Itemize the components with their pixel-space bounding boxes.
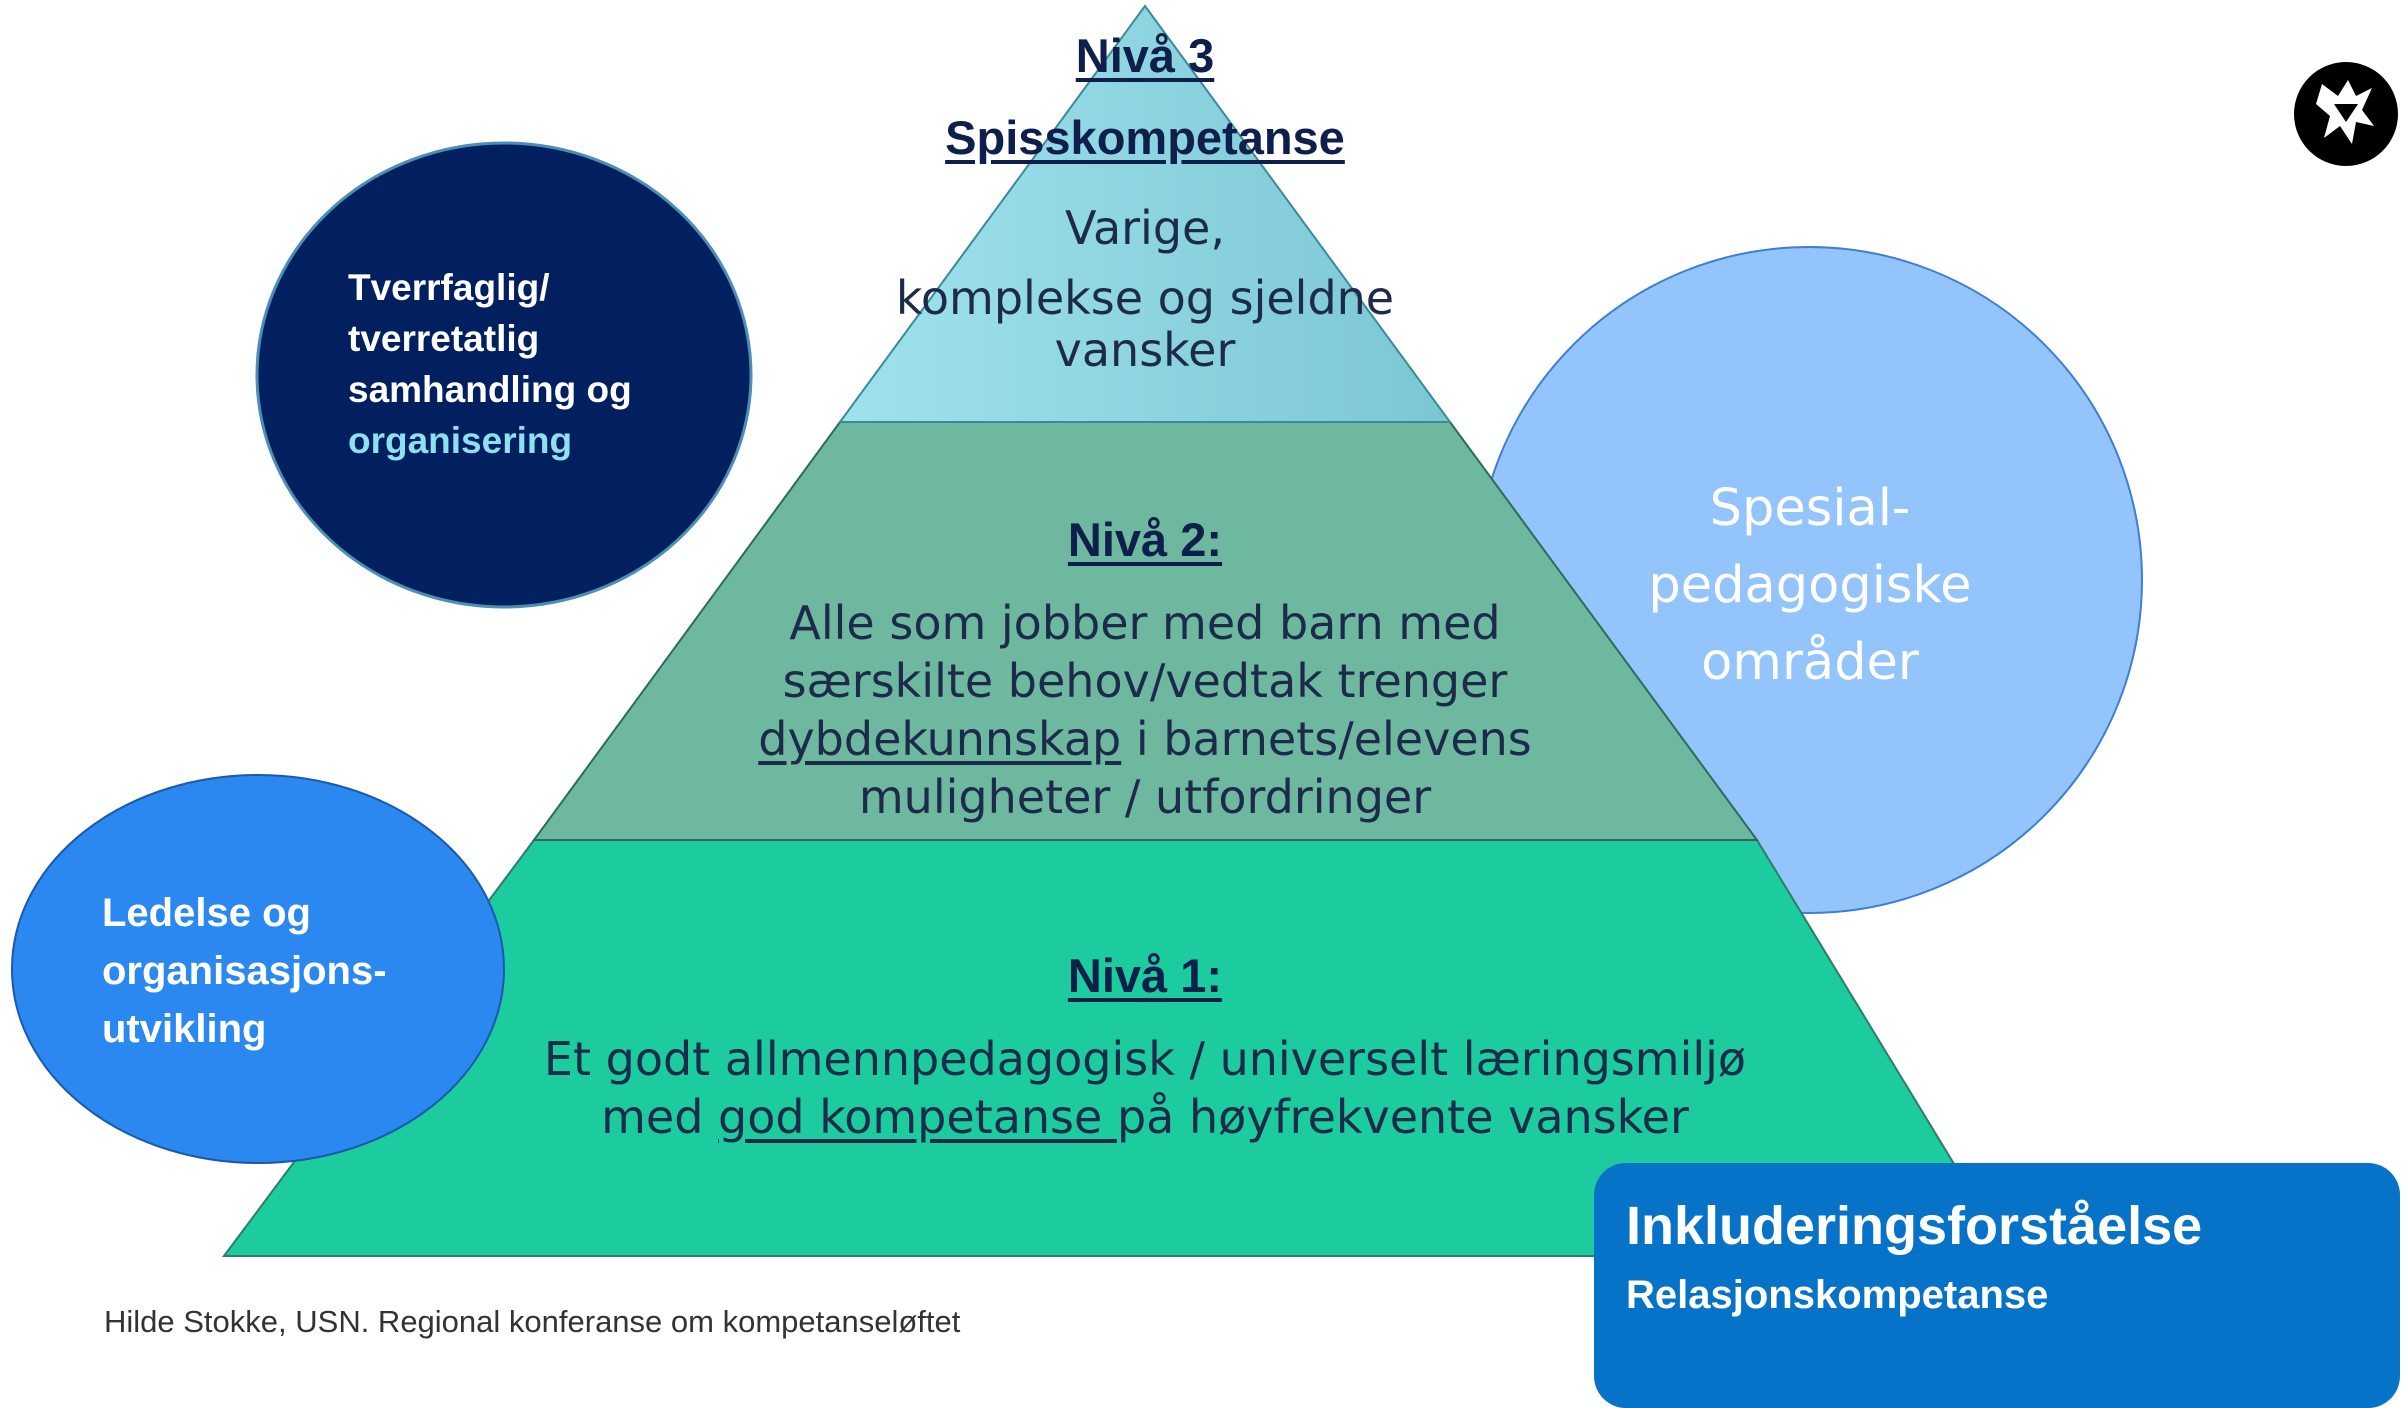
inclusion-box: Inkluderingsforståelse Relasjonskompetan… bbox=[1594, 1163, 2400, 1408]
level2-line: muligheter / utfordringer bbox=[858, 770, 1432, 824]
special-ed-line: områder bbox=[1701, 633, 1919, 692]
level2-line: dybdekunnskap i barnets/elevens bbox=[645, 710, 1645, 768]
level2-line-rest: i barnets/elevens bbox=[1121, 712, 1532, 766]
pyramid-level-3 bbox=[838, 4, 1452, 423]
special-ed-line: pedagogiske bbox=[1648, 556, 1972, 615]
level2-line: særskilte behov/vedtak trenger bbox=[782, 654, 1508, 708]
special-ed-text: Spesial- pedagogiske områder bbox=[1560, 470, 2060, 701]
inclusion-subtitle: Relasjonskompetanse bbox=[1626, 1273, 2049, 1317]
level1-line-end: på høyfrekvente vansker bbox=[1116, 1090, 1689, 1144]
leadership-line: Ledelse og bbox=[102, 891, 311, 935]
leadership-line: organisasjons- bbox=[102, 949, 387, 993]
cross-sector-line: Tverrfaglig/ bbox=[348, 267, 550, 308]
level3-line: vansker bbox=[1054, 323, 1236, 377]
level1-line-start: med bbox=[601, 1090, 719, 1144]
level2-heading: Nivå 2: bbox=[1067, 513, 1223, 566]
credit-text: Hilde Stokke, USN. Regional konferanse o… bbox=[104, 1304, 961, 1339]
level3-subheading: Spisskompetanse bbox=[945, 111, 1345, 164]
cross-sector-line: tverretatlig bbox=[348, 318, 540, 359]
good-competence-term: god kompetanse bbox=[718, 1090, 1117, 1144]
lion-emblem-icon bbox=[2294, 62, 2398, 166]
leadership-text: Ledelse og organisasjons- utvikling bbox=[102, 884, 387, 1058]
cross-sector-line: organisering bbox=[348, 420, 573, 461]
inclusion-title: Inkluderingsforståelse bbox=[1626, 1196, 2203, 1256]
level3-heading: Nivå 3 bbox=[1075, 29, 1215, 82]
leadership-line: utvikling bbox=[102, 1007, 267, 1051]
level1-line: Et godt allmennpedagogisk / universelt l… bbox=[543, 1032, 1747, 1086]
depth-knowledge-term: dybdekunnskap bbox=[758, 712, 1122, 766]
level2-description: Alle som jobber med barn med særskilte b… bbox=[645, 594, 1645, 826]
level1-description: Et godt allmennpedagogisk / universelt l… bbox=[445, 1030, 1845, 1146]
level2-line: Alle som jobber med barn med bbox=[789, 596, 1501, 650]
cross-sector-circle bbox=[255, 141, 753, 609]
leadership-circle bbox=[11, 774, 505, 1164]
level3-line: komplekse og sjeldne bbox=[895, 271, 1395, 325]
level1-heading: Nivå 1: bbox=[1067, 949, 1223, 1002]
cross-sector-line: samhandling og bbox=[348, 369, 632, 410]
cross-sector-text: Tverrfaglig/ tverretatlig samhandling og… bbox=[348, 262, 632, 466]
special-ed-line: Spesial- bbox=[1709, 479, 1911, 538]
level3-description: Varige, komplekse og sjeldne vansker bbox=[845, 193, 1445, 385]
level1-line: med god kompetanse på høyfrekvente vansk… bbox=[445, 1088, 1845, 1146]
level3-line: Varige, bbox=[1065, 201, 1225, 255]
